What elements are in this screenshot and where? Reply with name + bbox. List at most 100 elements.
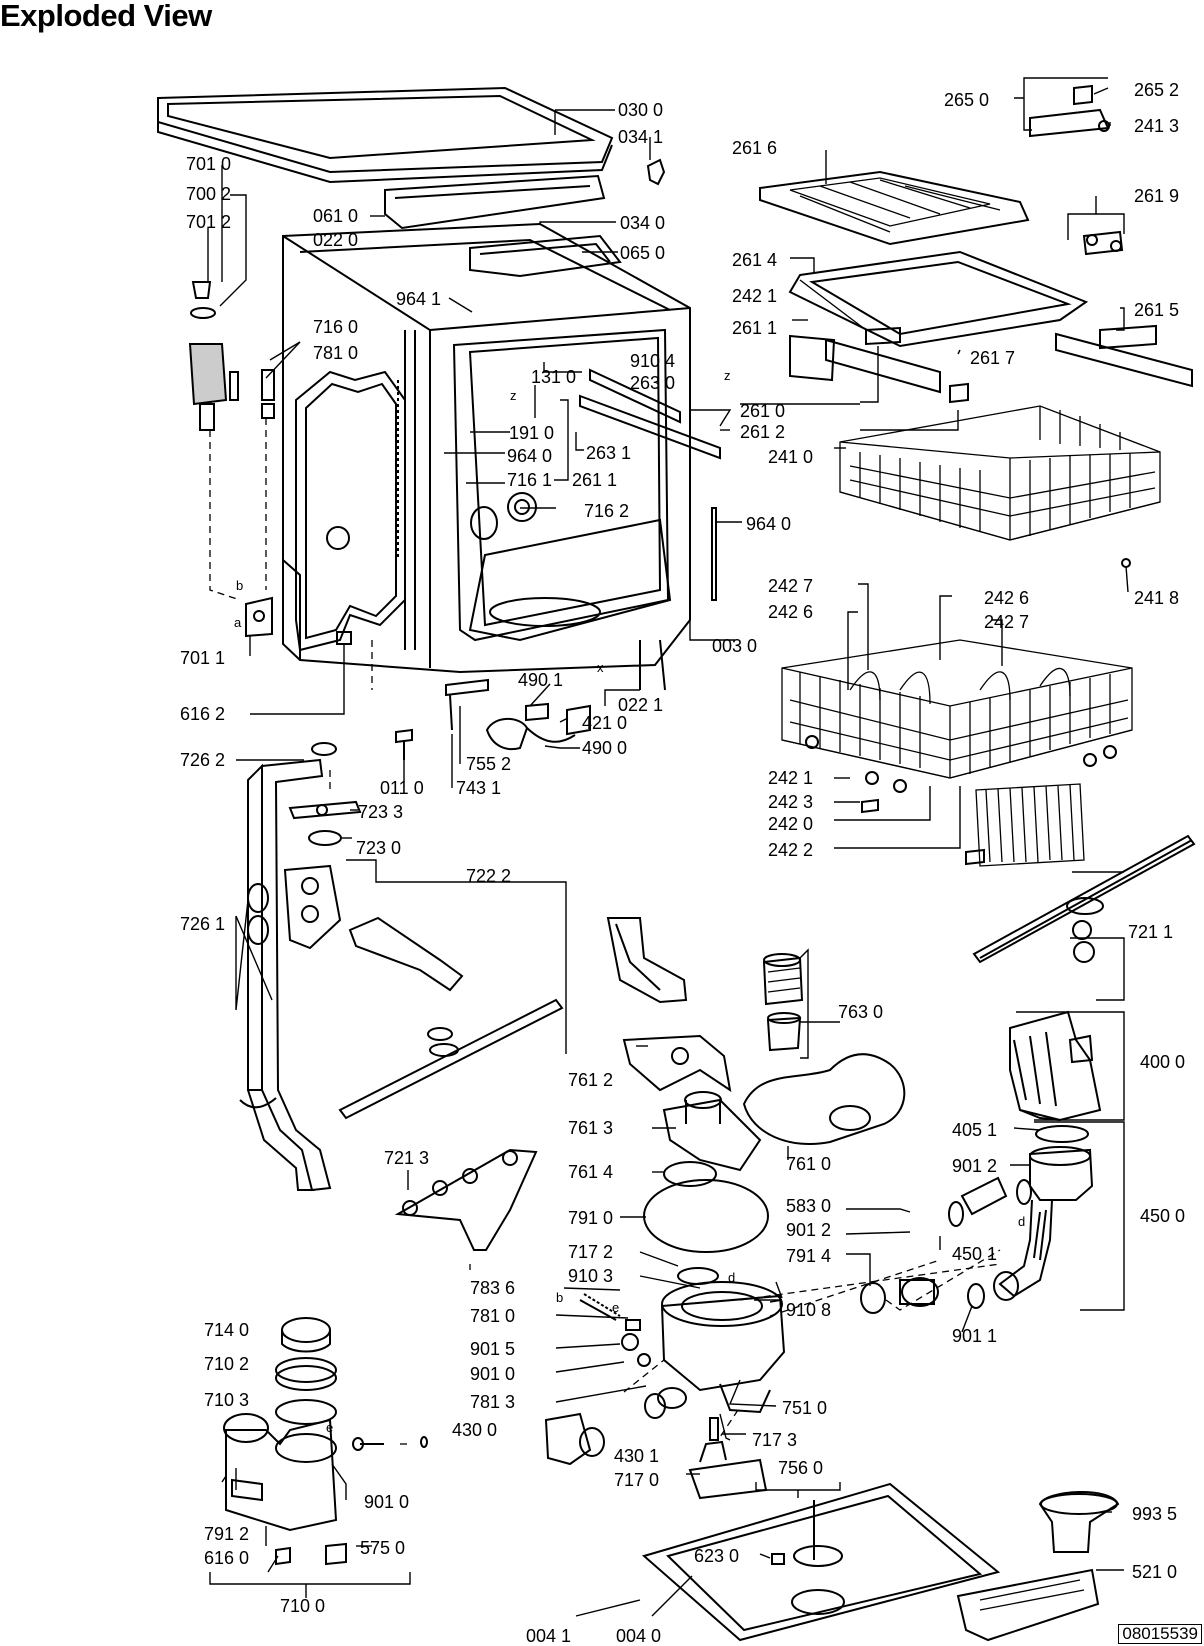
label-616-0: 616 0 [204,1548,249,1568]
label-241-3: 241 3 [1134,116,1179,136]
label-723-0: 723 0 [356,838,401,858]
document-id: 08015539 [1118,1624,1202,1644]
label-131-0: 131 0 [531,367,576,387]
label-030-0: 030 0 [618,100,663,120]
label-261-2: 261 2 [740,422,785,442]
label-241-0: 241 0 [768,447,813,467]
lower-basket-242 [781,639,1133,793]
label-781-0: 781 0 [313,343,358,363]
letter-marker: d [1018,1214,1025,1229]
label-004-0: 004 0 [616,1626,661,1646]
label-242-6: 242 6 [768,602,813,622]
label-022-0: 022 0 [313,230,358,250]
label-722-2: 722 2 [466,866,511,886]
letter-marker: a [234,615,242,630]
letter-markers: z z x b a b d e d e [234,368,1025,1435]
label-261-9: 261 9 [1134,186,1179,206]
label-726-2: 726 2 [180,750,225,770]
label-242-7: 242 7 [768,576,813,596]
label-261-4: 261 4 [732,250,777,270]
label-716-2: 716 2 [584,501,629,521]
label-242-3: 242 3 [768,792,813,812]
label-242-1b: 242 1 [768,768,813,788]
label-761-0: 761 0 [786,1154,831,1174]
tine-rack-242-2 [965,783,1085,867]
label-242-2: 242 2 [768,840,813,860]
label-755-2: 755 2 [466,754,511,774]
label-717-2: 717 2 [568,1242,613,1262]
label-721-1: 721 1 [1128,922,1173,942]
label-034-0: 034 0 [620,213,665,233]
label-761-4: 761 4 [568,1162,613,1182]
label-430-1: 430 1 [614,1446,659,1466]
label-710-2: 710 2 [204,1354,249,1374]
label-261-1: 261 1 [572,470,617,490]
label-022-1: 022 1 [618,695,663,715]
label-261-0: 261 0 [740,401,785,421]
filter-763-0 [762,953,804,1052]
pump-400-0 [1009,1010,1102,1122]
label-061-0: 061 0 [313,206,358,226]
label-623-0: 623 0 [694,1546,739,1566]
label-901-2: 901 2 [786,1220,831,1240]
label-723-3: 723 3 [358,802,403,822]
upper-basket-241-0 [839,405,1161,541]
label-700-2: 700 2 [186,184,231,204]
letter-marker: z [510,388,517,403]
label-901-0: 901 0 [470,1364,515,1384]
label-716-0: 716 0 [313,317,358,337]
label-791-4: 791 4 [786,1246,831,1266]
label-261-6: 261 6 [732,138,777,158]
pipe-726-1 [239,758,332,1192]
letter-marker: b [556,1290,563,1305]
label-421-0: 421 0 [582,713,627,733]
label-791-2: 791 2 [204,1524,249,1544]
label-191-0: 191 0 [509,423,554,443]
label-004-1: 004 1 [526,1626,571,1646]
letter-marker: b [236,578,243,593]
label-761-2: 761 2 [568,1070,613,1090]
label-450-1: 450 1 [952,1244,997,1264]
label-910-4: 910 4 [630,351,675,371]
label-701-2: 701 2 [186,212,231,232]
letter-marker: e [326,1420,333,1435]
label-261-1b: 261 1 [732,318,777,338]
label-964-0: 964 0 [507,446,552,466]
letter-marker: d [728,1270,735,1285]
label-450-0: 450 0 [1140,1206,1185,1226]
label-763-0: 763 0 [838,1002,883,1022]
sump-751-0 [657,1281,786,1414]
worktop-030-0 [157,86,614,184]
label-717-0: 717 0 [614,1470,659,1490]
label-400-0: 400 0 [1140,1052,1185,1072]
salt-container-710 [223,1317,338,1532]
label-263-1: 263 1 [586,443,631,463]
label-034-1: 034 1 [618,127,663,147]
label-575-0: 575 0 [360,1538,405,1558]
label-716-1: 716 1 [507,470,552,490]
label-490-1: 490 1 [518,670,563,690]
label-901-0b: 901 0 [364,1492,409,1512]
label-910-8: 910 8 [786,1300,831,1320]
label-781-0b: 781 0 [470,1306,515,1326]
label-265-2: 265 2 [1134,80,1179,100]
label-964-0b: 964 0 [746,514,791,534]
label-901-5: 901 5 [470,1339,515,1359]
label-241-8: 241 8 [1134,588,1179,608]
label-761-3: 761 3 [568,1118,613,1138]
label-717-3: 717 3 [752,1430,797,1450]
letter-marker: x [597,660,604,675]
label-756-0: 756 0 [778,1458,823,1478]
label-901-2b: 901 2 [952,1156,997,1176]
label-065-0: 065 0 [620,243,665,263]
label-964-1: 964 1 [396,289,441,309]
label-616-2: 616 2 [180,704,225,724]
page-title: Exploded View [0,0,212,33]
label-242-6b: 242 6 [984,588,1029,608]
label-490-0: 490 0 [582,738,627,758]
label-521-0: 521 0 [1132,1562,1177,1582]
label-265-0: 265 0 [944,90,989,110]
label-701-0: 701 0 [186,154,231,174]
label-261-5: 261 5 [1134,300,1179,320]
